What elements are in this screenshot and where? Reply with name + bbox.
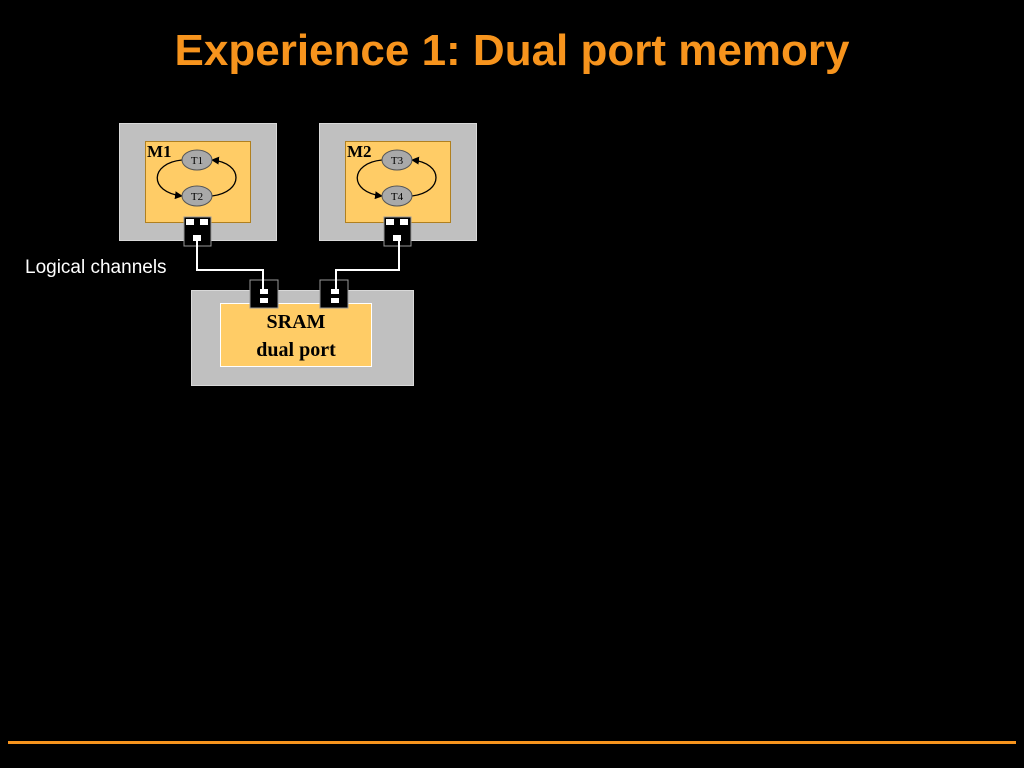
sram-label: SRAM dual port: [221, 308, 371, 364]
sram-label-line2: dual port: [256, 339, 336, 361]
footer-divider: [8, 741, 1016, 744]
slide-title: Experience 1: Dual port memory: [174, 26, 850, 75]
sram-label-line1: SRAM: [266, 311, 326, 333]
module-m1-label: M1: [147, 142, 172, 161]
module-m2-label: M2: [347, 142, 372, 161]
logical-channel-wire-m1: [196, 241, 264, 290]
sram-box: [220, 303, 372, 367]
logical-channel-wire-m2: [335, 241, 400, 290]
logical-channels-label: Logical channels: [25, 257, 167, 278]
